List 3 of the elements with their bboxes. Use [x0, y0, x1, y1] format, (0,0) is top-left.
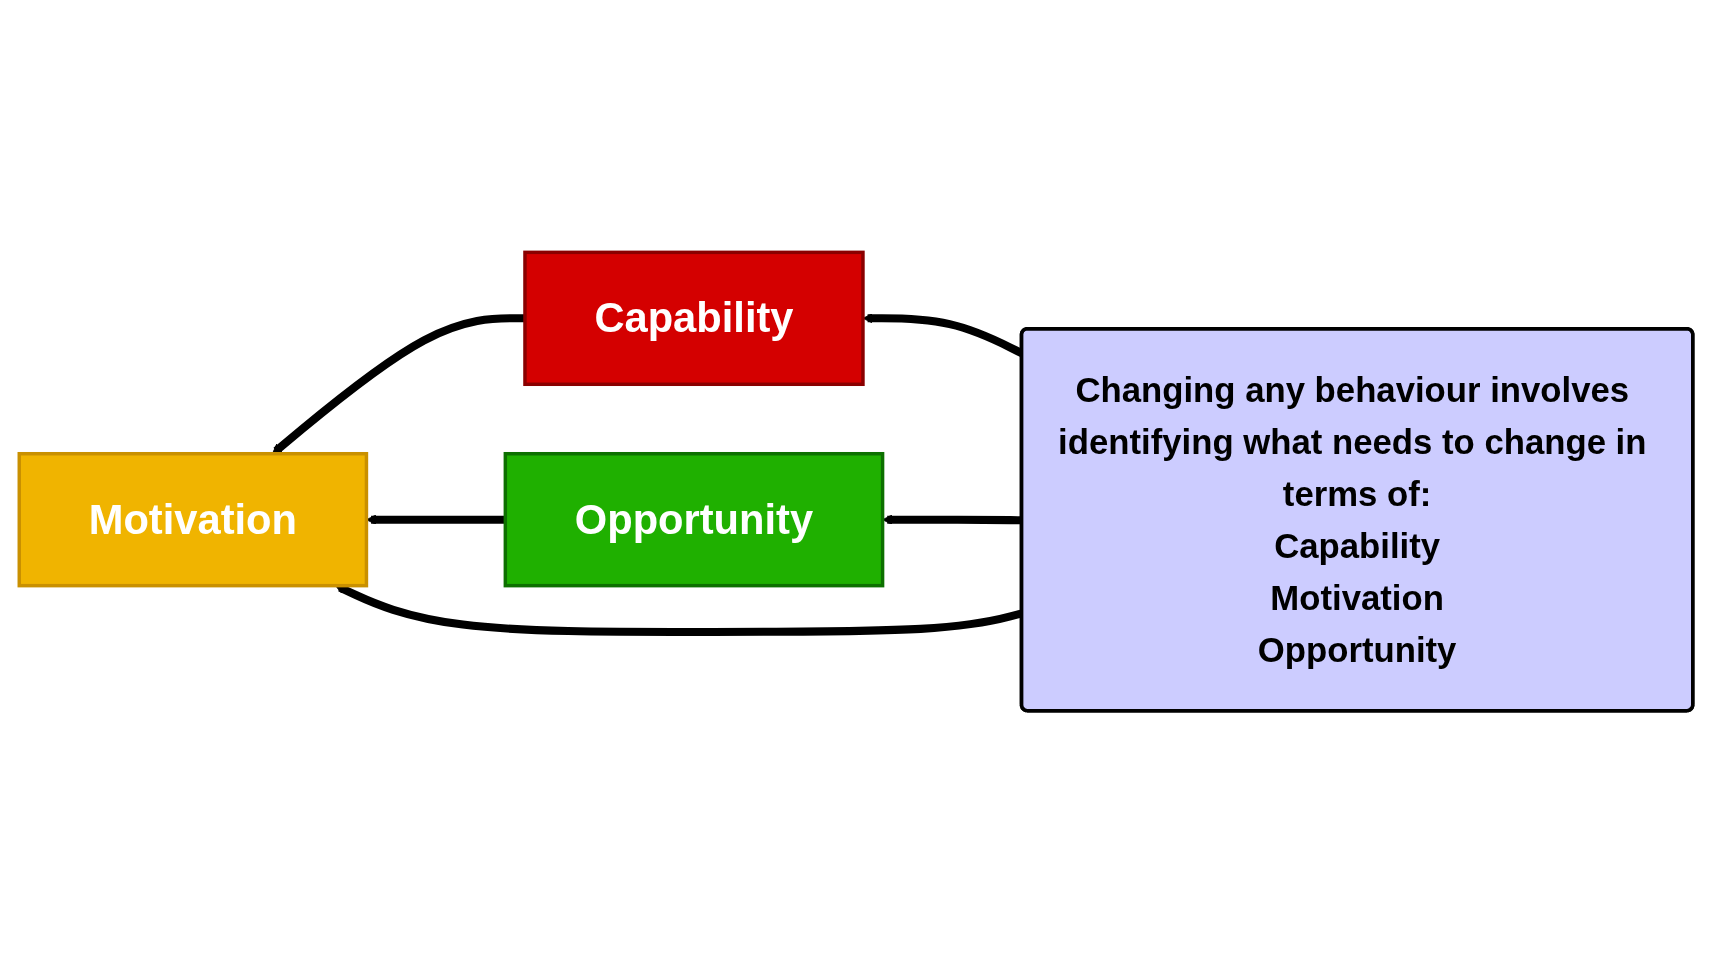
node-box: Opportunity	[503, 452, 885, 588]
node-box: Capability	[523, 250, 865, 386]
node-box: Motivation	[17, 452, 369, 588]
